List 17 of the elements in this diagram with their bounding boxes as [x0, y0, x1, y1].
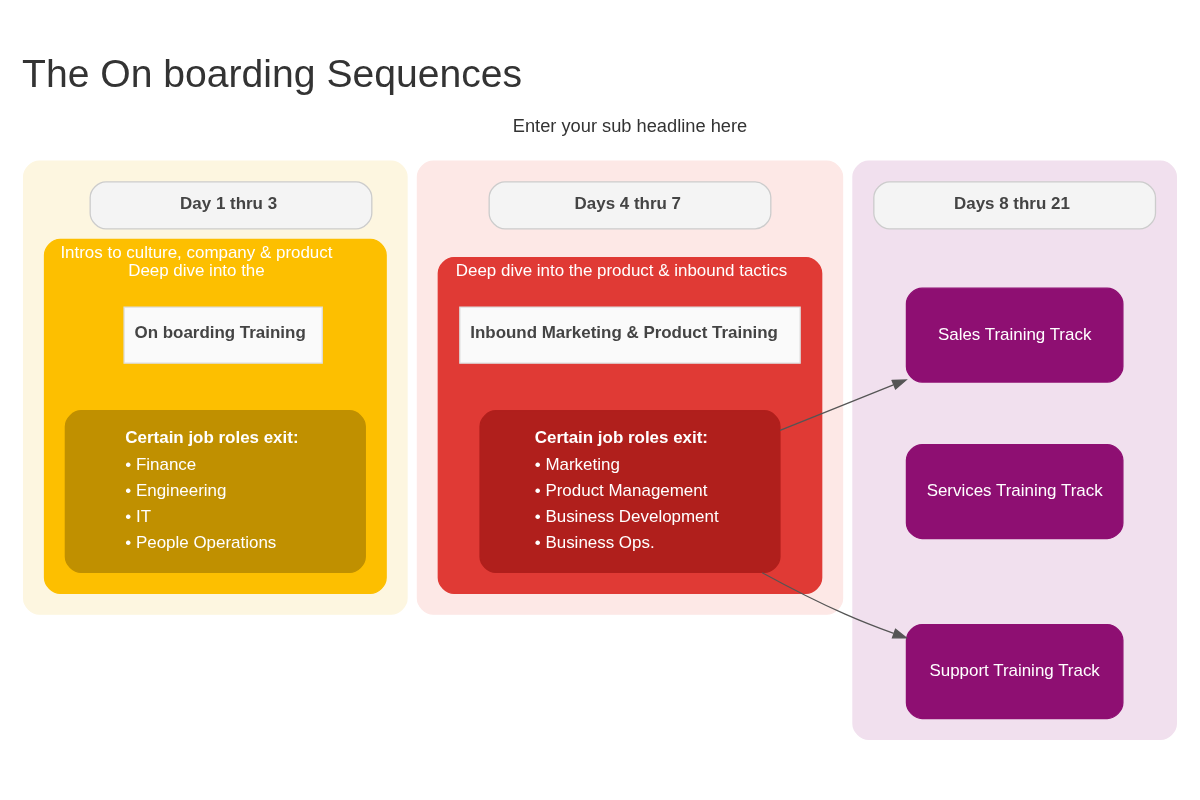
node-box: Certain job roles exit: • Finance • Engineering • IT • People Operations — [64, 410, 366, 574]
cluster — [23, 160, 408, 615]
node-box: On boarding Training — [123, 306, 323, 364]
arrow — [779, 379, 908, 431]
node-box: Support Training Track — [905, 623, 1124, 720]
label: Enter your sub headline here — [512, 114, 748, 136]
cluster — [852, 160, 1177, 740]
node-box: Day 1 thru 3 — [89, 181, 373, 230]
cluster — [416, 160, 844, 615]
node-box: Days 4 thru 7 — [488, 181, 772, 230]
arrow — [761, 572, 909, 639]
node-box: Inbound Marketing & Product Training — [459, 306, 801, 364]
node-box: Services Training Track — [905, 444, 1124, 540]
node-box: Days 8 thru 21 — [873, 181, 1157, 230]
node-box: Certain job roles exit: • Marketing • Product Management • Business Development • Business Ops. — [479, 410, 781, 574]
node-box: Sales Training Track — [905, 287, 1124, 383]
diagram-title: The On boarding Sequences — [22, 51, 523, 95]
